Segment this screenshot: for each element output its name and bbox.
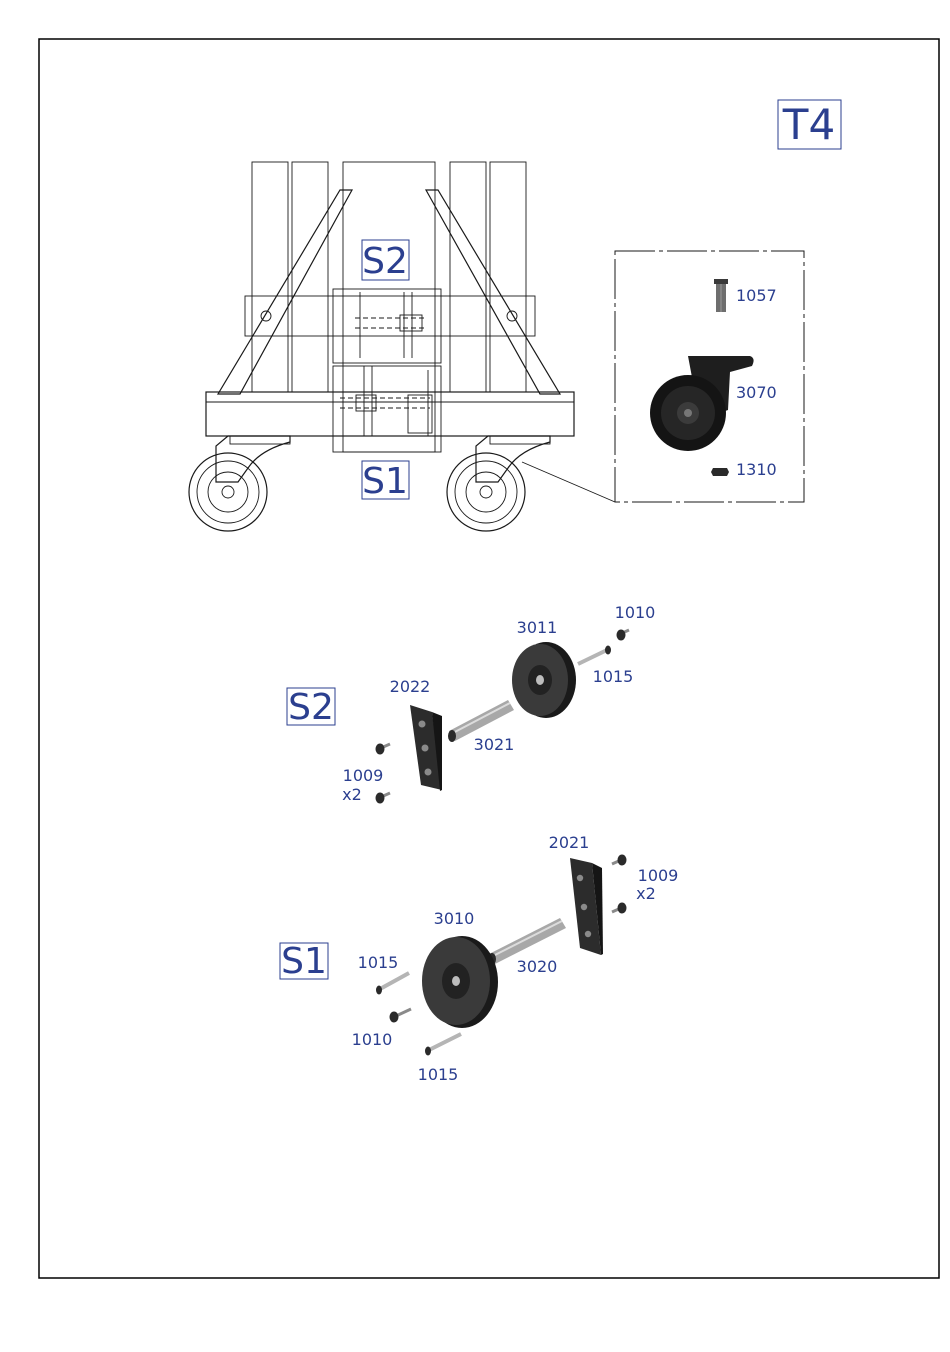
sheet-border <box>39 39 939 1278</box>
sheet-label-t4: T4 <box>778 100 841 149</box>
part-label-1015-s2: 1015 <box>593 667 634 686</box>
pin-1015-s2-part <box>578 646 611 665</box>
nut-1310-part <box>711 468 729 476</box>
part-label-3021: 3021 <box>474 735 515 754</box>
pin-1015-s1-upper-part <box>376 973 409 995</box>
screw-1009-a-upper <box>376 744 391 755</box>
part-label-3010: 3010 <box>434 909 475 928</box>
section-label-s1-exploded: S1 <box>280 941 328 982</box>
qty-label-x2-s1: x2 <box>636 884 656 903</box>
screw-1009-b-upper <box>612 855 627 866</box>
part-label-1009-s2: 1009 <box>343 766 384 785</box>
pulley-3011-part <box>512 642 576 718</box>
bolt-1057-part <box>714 279 728 312</box>
svg-text:T4: T4 <box>782 100 835 149</box>
part-label-1057: 1057 <box>736 286 777 305</box>
screw-1010-s2-part <box>617 630 630 641</box>
pulley-3010-part <box>422 936 498 1028</box>
part-label-1015-s1-upper: 1015 <box>358 953 399 972</box>
part-label-3011: 3011 <box>517 618 558 637</box>
part-label-1010-s2: 1010 <box>615 603 656 622</box>
svg-text:S2: S2 <box>362 241 408 282</box>
pin-1015-s1-lower-part <box>425 1034 461 1056</box>
svg-text:S2: S2 <box>288 687 334 728</box>
part-label-2022: 2022 <box>390 677 431 696</box>
part-label-3020: 3020 <box>517 957 558 976</box>
section-label-s1-top: S1 <box>362 461 409 502</box>
svg-text:S1: S1 <box>281 941 327 982</box>
qty-label-x2-s2: x2 <box>342 785 362 804</box>
part-label-1015-s1-lower: 1015 <box>418 1065 459 1084</box>
part-label-3070: 3070 <box>736 383 777 402</box>
caster-3070-part <box>650 356 754 451</box>
section-label-s2-top: S2 <box>362 240 409 282</box>
plate-2021-part <box>570 858 603 955</box>
part-label-2021: 2021 <box>549 833 590 852</box>
screw-1010-s1-part <box>390 1009 412 1023</box>
part-label-1310: 1310 <box>736 460 777 479</box>
section-label-s2-exploded: S2 <box>287 687 335 728</box>
screw-1009-b-lower <box>612 903 627 914</box>
screw-1009-a-lower <box>376 793 391 804</box>
part-label-1009-s1: 1009 <box>638 866 679 885</box>
svg-text:S1: S1 <box>362 461 408 502</box>
part-label-1010-s1: 1010 <box>352 1030 393 1049</box>
plate-2022-part <box>410 705 442 791</box>
